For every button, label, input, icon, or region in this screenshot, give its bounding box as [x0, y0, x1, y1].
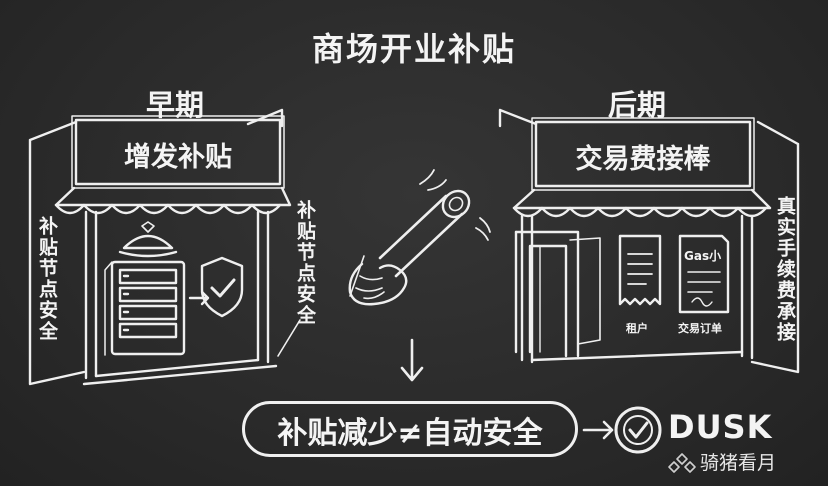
- early-heading: 早期: [146, 88, 205, 122]
- watermark-logo-icon: [668, 453, 696, 473]
- baton-hand-icon: [348, 169, 491, 306]
- late-store: [498, 108, 800, 374]
- early-left-vertical-label: 补贴节点安全: [36, 216, 58, 342]
- diagram-title: 商场开业补贴: [311, 30, 516, 68]
- down-arrow-icon: [400, 338, 424, 382]
- shield-check-icon: [200, 256, 244, 318]
- gas-label: Gas小: [684, 249, 722, 263]
- server-rack-icon: [104, 260, 186, 356]
- tenant-label: 租户: [626, 322, 648, 335]
- dusk-logo-icon: [614, 406, 662, 454]
- conclusion-pill: [242, 401, 578, 457]
- order-label: 交易订单: [678, 322, 722, 335]
- early-sign-text: 增发补贴: [124, 142, 232, 173]
- order-document-icon: [678, 234, 730, 314]
- late-heading: 后期: [608, 88, 667, 122]
- guard-hat-icon: [118, 221, 178, 258]
- brand-name: DUSK: [668, 408, 773, 446]
- early-right-vertical-label: 补贴节点安全: [294, 200, 316, 326]
- late-sign-text: 交易费接棒: [575, 144, 711, 175]
- early-store: [28, 108, 301, 386]
- watermark-text: 骑猪看月: [700, 452, 777, 474]
- receipt-icon: [618, 234, 662, 306]
- conclusion-text: 补贴减少≠自动安全: [277, 416, 543, 451]
- right-arrow-icon: [582, 420, 614, 440]
- turnstile-gate-icon: [514, 230, 601, 358]
- late-right-vertical-label: 真实手续费承接: [774, 196, 796, 343]
